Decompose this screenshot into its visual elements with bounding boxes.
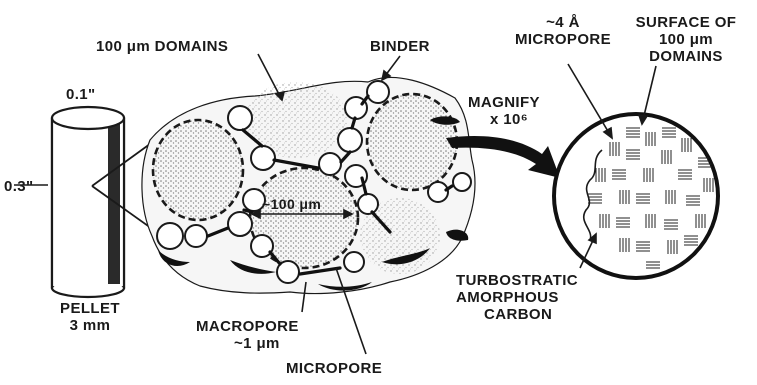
label-turbo-line1: TURBOSTRATIC [456,272,578,289]
label-magnify-factor: x 10⁶ [468,111,540,128]
label-magnify-word: MAGNIFY [468,94,540,111]
label-macropore: MACROPORE ~1 μm [196,318,299,352]
label-surface-line3: DOMAINS [618,48,754,65]
label-binder: BINDER [370,38,430,55]
label-pellet: PELLET 3 mm [40,300,140,334]
label-surface-line1: SURFACE OF [618,14,754,31]
label-turbo-line3: CARBON [456,306,578,323]
label-4a-micropore: ~4 Å MICROPORE [508,14,618,48]
label-macropore-name: MACROPORE [196,318,299,335]
label-pellet-size: 3 mm [40,317,140,334]
label-macropore-size: ~1 μm [196,335,299,352]
label-surface-line2: 100 μm [618,31,754,48]
label-magnify: MAGNIFY x 10⁶ [468,94,540,128]
label-pellet-diameter: 0.1" [66,86,96,103]
domain-left [153,120,243,220]
magnified-view [554,114,718,278]
label-4a-micropore-name: MICROPORE [508,31,618,48]
label-pellet-height: 0.3" [4,178,34,195]
label-4a-micropore-size: ~4 Å [508,14,618,31]
label-100um-domains: 100 μm DOMAINS [96,38,228,55]
label-micropore-bottom: MICROPORE [286,360,382,377]
label-domain-size: ~100 μm [262,196,321,213]
label-surface-of-domains: SURFACE OF 100 μm DOMAINS [618,14,754,65]
label-turbostratic: TURBOSTRATIC AMORPHOUS CARBON [456,272,578,323]
label-pellet-name: PELLET [40,300,140,317]
domain-right [367,94,457,190]
label-turbo-line2: AMORPHOUS [456,289,578,306]
